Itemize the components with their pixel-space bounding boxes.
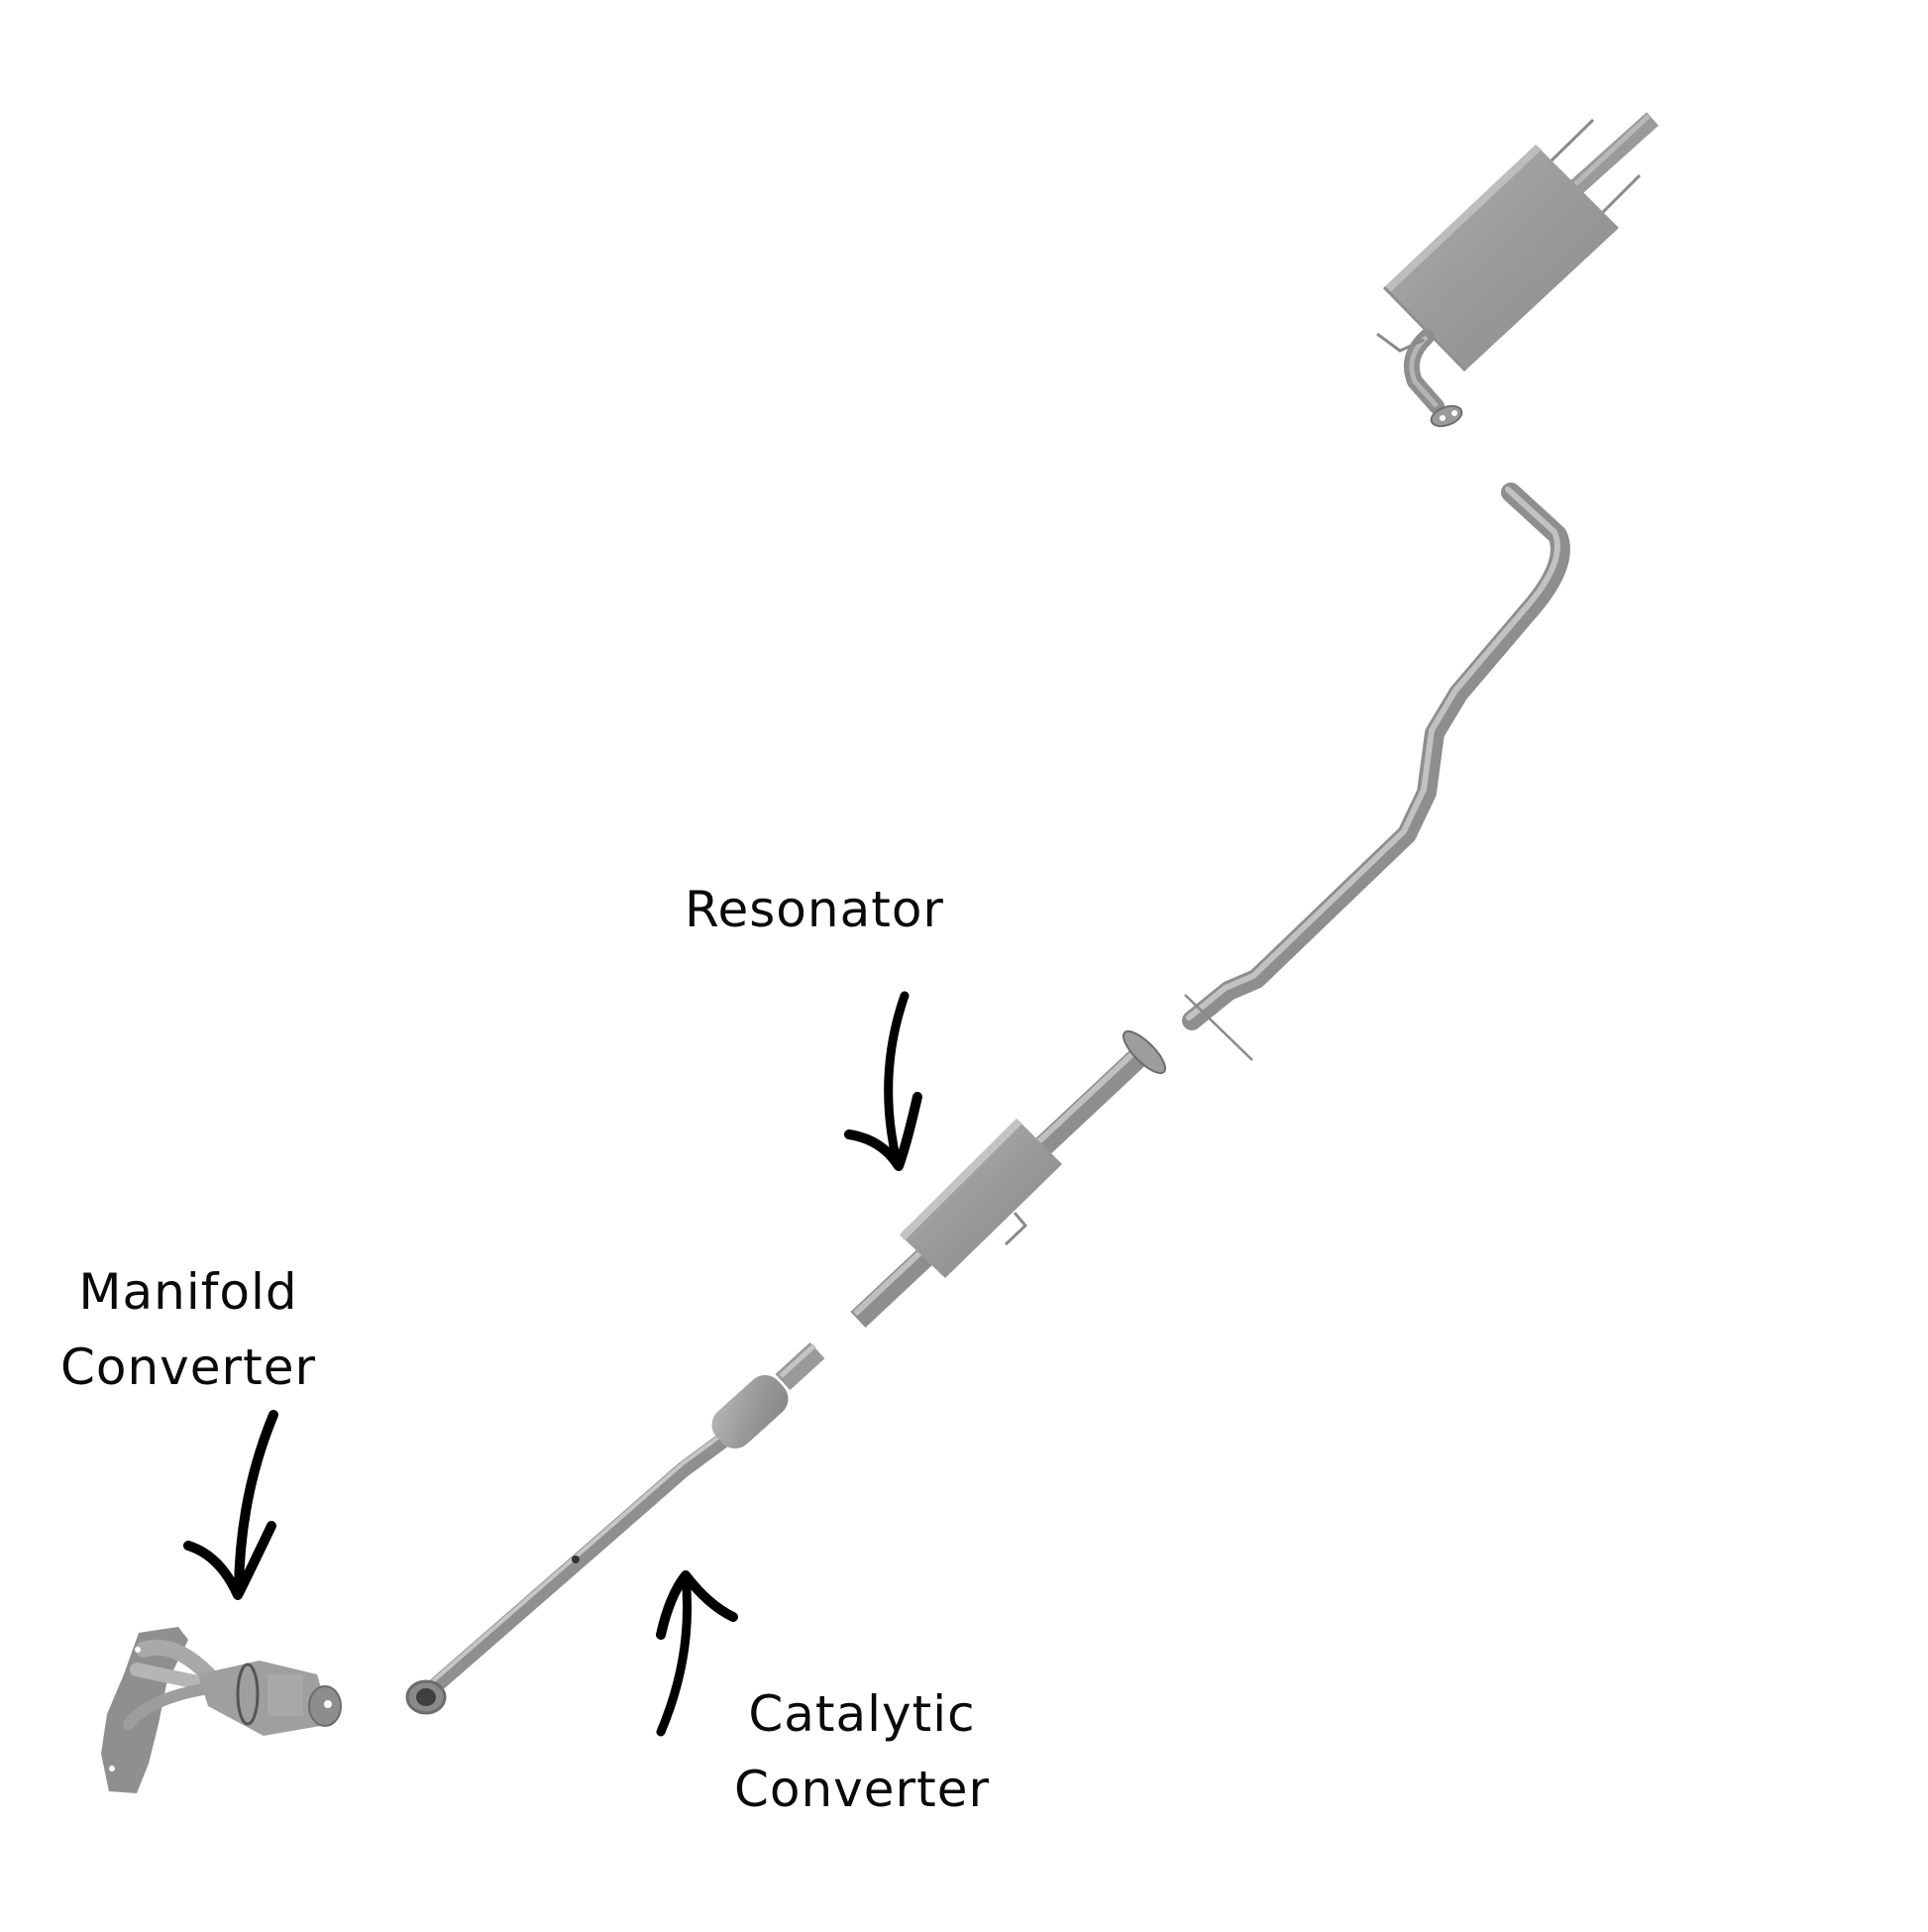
manifold-label-line-2: Converter [59,1339,317,1396]
manifold-icon [101,1627,342,1793]
resonator-arrow-icon [844,991,922,1171]
catalytic-converter-icon [405,1342,825,1715]
manifold-label-line-1: Manifold [78,1263,298,1321]
catalytic-label-line-2: Converter [733,1761,991,1818]
muffler-icon [1376,112,1660,428]
catalytic-arrow-icon [656,1570,738,1737]
catalytic-label-line-1: Catalytic [748,1685,976,1743]
resonator-label-line-1: Resonator [685,881,944,938]
manifold-arrow-icon [183,1410,278,1600]
pipe-icon [1182,483,1570,1061]
resonator-label: Resonator [616,872,1013,947]
resonator-icon [850,1029,1167,1329]
manifold-converter-label: Manifold Converter [0,1254,386,1405]
catalytic-converter-label: Catalytic Converter [664,1676,1060,1827]
